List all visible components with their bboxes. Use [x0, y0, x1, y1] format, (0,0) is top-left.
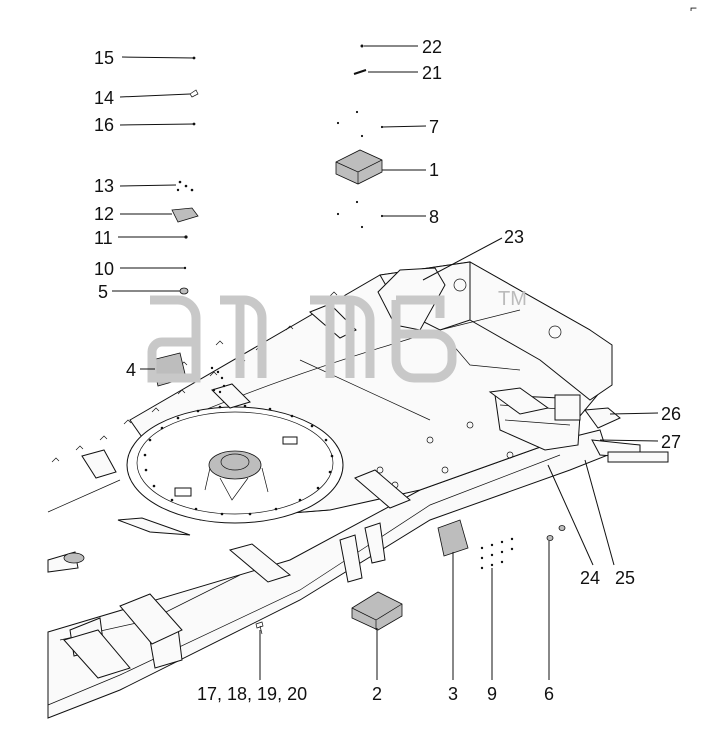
dot-cluster — [210, 366, 226, 394]
loose-parts — [151, 56, 199, 387]
callout-4: 4 — [126, 360, 136, 380]
callout-3: 3 — [448, 684, 458, 704]
callout-26: 26 — [661, 404, 681, 424]
callout-11: 11 — [94, 228, 113, 248]
callout-9: 9 — [487, 684, 497, 704]
callout-27: 27 — [661, 432, 681, 452]
ring-bolt-pattern — [143, 404, 334, 516]
callout-8: 8 — [429, 207, 439, 227]
loose-parts-center — [335, 44, 384, 229]
callout-14: 14 — [94, 88, 114, 108]
callout-labels: 15 14 16 13 12 11 10 5 4 22 21 7 1 8 23 … — [94, 37, 681, 704]
callout-12: 12 — [94, 204, 114, 224]
callout-15: 15 — [94, 48, 114, 68]
callout-10: 10 — [94, 259, 114, 279]
callout-5: 5 — [98, 282, 108, 302]
callout-7: 7 — [429, 117, 439, 137]
leader-lines — [112, 45, 659, 680]
callout-17-20: 17, 18, 19, 20 — [197, 684, 307, 704]
callout-13: 13 — [94, 176, 114, 196]
turntable-ring — [126, 406, 344, 524]
callout-6: 6 — [544, 684, 554, 704]
clip-brackets — [63, 303, 550, 679]
callout-2: 2 — [372, 684, 382, 704]
watermark: TM — [147, 288, 527, 383]
callout-1: 1 — [429, 160, 439, 180]
watermark-tm: TM — [498, 288, 527, 310]
callout-16: 16 — [94, 115, 114, 135]
callout-25: 25 — [615, 568, 635, 588]
callout-23: 23 — [504, 227, 524, 247]
callout-24: 24 — [580, 568, 600, 588]
loose-parts-bottom — [255, 519, 566, 635]
corner-mark: ⌐ — [690, 1, 697, 15]
callout-21: 21 — [422, 63, 442, 83]
callout-22: 22 — [422, 37, 442, 57]
